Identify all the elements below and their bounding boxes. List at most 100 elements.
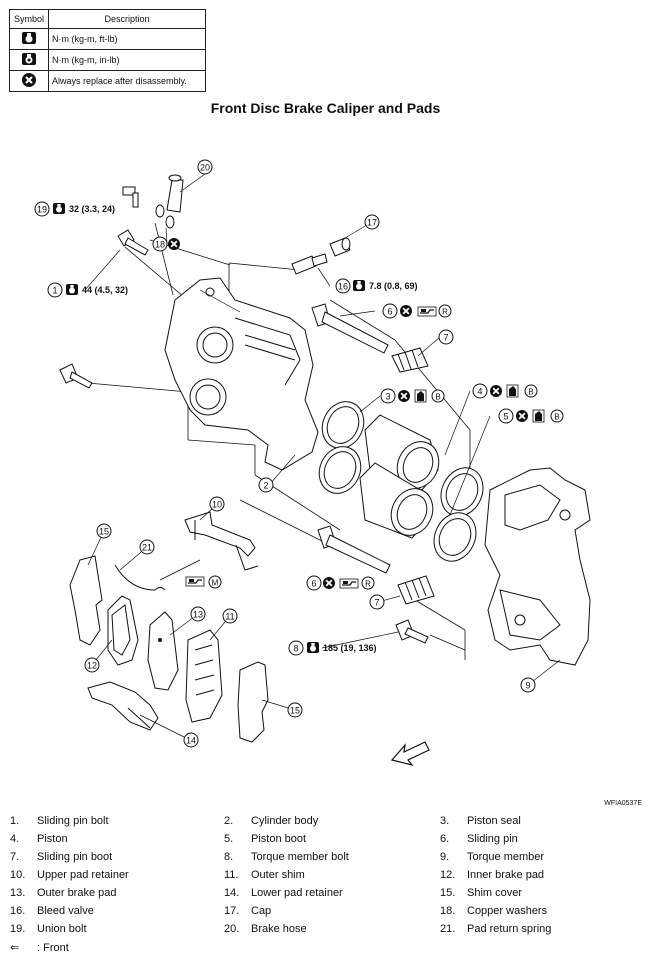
cap: [329, 237, 351, 257]
svg-text:15: 15: [99, 527, 109, 537]
svg-text:B: B: [528, 388, 533, 397]
legend-label: Bleed valve: [37, 905, 94, 917]
callout-m: M: [185, 575, 222, 589]
union-bolt: [122, 186, 139, 208]
callout-8: 8 185 (19, 136): [288, 640, 377, 656]
legend-item: 7. Sliding pin boot: [10, 851, 112, 863]
svg-text:7.8 (0.8, 69): 7.8 (0.8, 69): [369, 281, 418, 291]
legend-number: 13.: [10, 887, 26, 899]
outer-shim: [185, 629, 223, 723]
svg-text:9: 9: [525, 681, 530, 691]
front-label: : Front: [37, 942, 69, 954]
svg-text:5: 5: [503, 412, 508, 422]
legend-number: 12.: [440, 869, 456, 881]
pad-return-spring: [114, 564, 166, 591]
torque-member-bolt: [395, 619, 429, 644]
legend-item: 2. Cylinder body: [224, 815, 318, 827]
sliding-pin-lower: [317, 525, 391, 574]
legend-label: Cylinder body: [251, 815, 319, 827]
svg-text:21: 21: [142, 543, 152, 553]
legend-label: Inner brake pad: [467, 869, 545, 881]
legend-label: Piston boot: [251, 833, 307, 845]
svg-text:R: R: [442, 308, 448, 317]
legend-number: 5.: [224, 833, 234, 845]
legend-item: 19.Union bolt: [10, 923, 87, 935]
symbol-table: Symbol Description N·m (kg-m, ft-lb) N·m…: [9, 9, 206, 92]
svg-text:32 (3.3, 24): 32 (3.3, 24): [69, 204, 115, 214]
legend-number: 15.: [440, 887, 456, 899]
svg-text:14: 14: [186, 736, 196, 746]
legend-label: Lower pad retainer: [251, 887, 343, 899]
legend-item: 10.Upper pad retainer: [10, 869, 129, 881]
callout-10: 10: [209, 496, 225, 512]
callout-2: 2: [258, 477, 274, 493]
legend-item: 8. Torque member bolt: [224, 851, 349, 863]
svg-text:15: 15: [290, 706, 300, 716]
image-code: WFIA0537E: [604, 800, 642, 807]
sliding-pin-bolt-upper: [117, 229, 149, 256]
legend-item: 13.Outer brake pad: [10, 887, 117, 899]
svg-text:12: 12: [87, 661, 97, 671]
legend-number: 6.: [440, 833, 450, 845]
svg-text:185 (19, 136): 185 (19, 136): [323, 643, 377, 653]
symbol-description: N·m (kg-m, in-lb): [48, 49, 206, 71]
always-replace-icon: [9, 70, 49, 92]
legend-number: 3.: [440, 815, 450, 827]
legend-label: Torque member: [467, 851, 545, 863]
callout-1: 1 44 (4.5, 32): [47, 282, 128, 298]
callout-15-right: 15: [287, 702, 303, 718]
callout-16: 16 7.8 (0.8, 69): [335, 278, 418, 294]
legend-number: 7.: [10, 851, 20, 863]
legend-item: 14. Lower pad retainer: [224, 887, 343, 899]
inner-brake-pad: [107, 595, 139, 666]
svg-text:11: 11: [225, 612, 234, 622]
legend-number: 8.: [224, 851, 234, 863]
legend-number: 2.: [224, 815, 234, 827]
svg-text:17: 17: [367, 218, 377, 228]
legend-number: 11.: [224, 869, 239, 881]
svg-text:8: 8: [293, 644, 298, 654]
upper-pad-retainer: [184, 511, 259, 571]
legend-label: Union bolt: [37, 923, 87, 935]
legend-label: Torque member bolt: [251, 851, 349, 863]
svg-text:6: 6: [311, 579, 316, 589]
callout-3: 3 B: [380, 388, 445, 404]
callout-18: 18: [152, 236, 181, 252]
svg-text:44 (4.5, 32): 44 (4.5, 32): [82, 285, 128, 295]
legend-label: Sliding pin boot: [37, 851, 113, 863]
brake-hose: [166, 174, 184, 213]
legend-item: 9.Torque member: [440, 851, 544, 863]
torque-member: [484, 467, 591, 666]
legend-item: 18.Copper washers: [440, 905, 547, 917]
svg-text:2: 2: [263, 481, 268, 491]
callout-17: 17: [364, 214, 380, 230]
svg-text:6: 6: [387, 307, 392, 317]
callout-14: 14: [183, 732, 199, 748]
sliding-pin-bolt-lower: [59, 363, 93, 389]
front-arrow-icon: ⇐: [10, 942, 20, 954]
legend-item: 21.Pad return spring: [440, 923, 551, 935]
legend-item: 4.Piston: [10, 833, 68, 845]
callout-19: 19 32 (3.3, 24): [34, 201, 115, 217]
legend-number: 17.: [224, 905, 240, 917]
copper-washer: [165, 215, 175, 229]
legend-item: 12. Inner brake pad: [440, 869, 544, 881]
svg-text:R: R: [365, 580, 371, 589]
svg-text:18: 18: [155, 240, 165, 250]
svg-text:1: 1: [52, 286, 57, 296]
bleed-valve: [291, 253, 328, 275]
callout-7-lower: 7: [369, 594, 385, 610]
front-arrow-icon: [390, 741, 430, 767]
legend-number: 18.: [440, 905, 456, 917]
svg-text:3: 3: [385, 392, 390, 402]
callout-6-upper: 6 R: [382, 303, 452, 319]
piston-lower: [359, 462, 434, 539]
sliding-pin-boot-lower: [397, 575, 435, 605]
legend-label: Upper pad retainer: [37, 869, 129, 881]
legend-item: 1.Sliding pin bolt: [10, 815, 109, 827]
torque-wrench-icon: [9, 28, 49, 50]
legend-number: 14.: [224, 887, 240, 899]
legend-item: 3.Piston seal: [440, 815, 521, 827]
diagram-title: Front Disc Brake Caliper and Pads: [210, 100, 441, 116]
copper-washer: [155, 204, 165, 218]
